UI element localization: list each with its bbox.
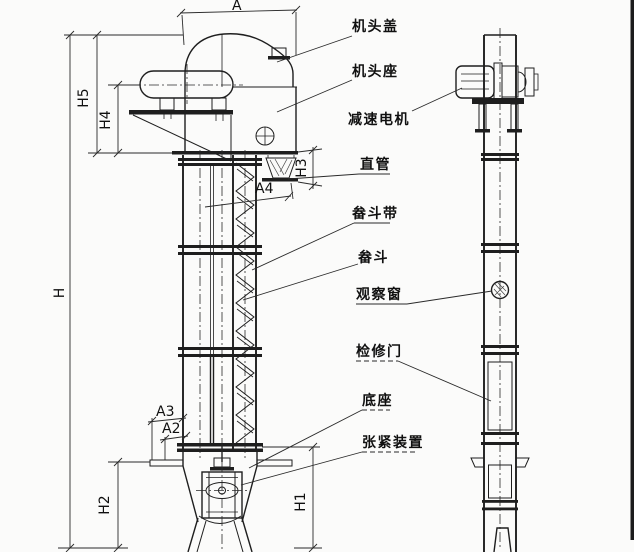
side-leg-arch: [493, 527, 512, 552]
window-circle: [490, 280, 510, 300]
leg-outer-left: [187, 517, 199, 552]
leg-inner-left: [196, 520, 207, 552]
dim-label-a4: A4: [255, 181, 274, 197]
column-flanges-front: [177, 158, 263, 452]
front-view: [129, 33, 298, 552]
dim-label-h: H: [52, 288, 68, 299]
leader-straight-pipe: [287, 173, 360, 180]
motor-nameplate-lines: [461, 73, 489, 90]
dim-label-h3: H3: [294, 158, 310, 177]
door-panel: [487, 361, 513, 431]
gearbox: [501, 65, 519, 98]
leader-inspection-door: [397, 360, 492, 402]
dim-h3: H3: [294, 145, 323, 191]
bracket-gusset-hypotenuse: [132, 114, 232, 162]
label-base: 底座: [362, 392, 393, 409]
column-front: [177, 150, 263, 458]
head-assembly: [172, 33, 298, 155]
boot-taper-right: [241, 465, 258, 523]
motor-mount-plate: [472, 98, 524, 104]
dim-h4: H4: [98, 80, 123, 158]
spout-hatch: [269, 158, 293, 177]
column-side: [481, 28, 519, 552]
dim-label-a3: A3: [156, 404, 174, 420]
label-head-cover: 机头盖: [352, 18, 399, 35]
boot-band: [482, 500, 518, 503]
side-wing-right: [516, 457, 530, 468]
dim-label-h4: H4: [98, 110, 114, 130]
head-seat-bottom-flange: [172, 151, 298, 155]
leader-gear-motor: [411, 87, 463, 112]
motor-body-side: [455, 65, 495, 99]
vent-base: [268, 56, 290, 60]
leg-inner-right: [233, 520, 244, 552]
dim-h1: H1: [293, 442, 318, 552]
part-labels: 机头盖 机头座 减速电机 直管 畚斗带 畚斗 观察窗 检修门 底座 张紧装置: [240, 18, 493, 486]
motor-front: [129, 64, 243, 162]
label-inspection-door: 检修门: [356, 343, 403, 360]
dim-label-h2: H2: [97, 495, 113, 514]
boot-side-panel: [488, 464, 512, 499]
label-tensioning-device: 张紧装置: [362, 434, 424, 451]
dim-a2: A2: [159, 421, 191, 460]
dim-a: A: [176, 0, 301, 55]
boot-taper-left: [182, 465, 199, 523]
dim-h2: H2: [97, 457, 123, 552]
dim-label-a: A: [232, 0, 242, 14]
motor-side: [455, 62, 539, 133]
dim-label-a2: A2: [162, 421, 180, 437]
column-flanges-side: [481, 153, 519, 445]
spout-flange: [262, 178, 298, 182]
dim-h: H: [52, 30, 75, 552]
window-hatch: [493, 282, 507, 298]
leader-bucket-belt: [251, 222, 355, 271]
bucket-zigzag-double: [236, 168, 254, 434]
bracket-foot: [475, 129, 490, 133]
label-bucket: 畚斗: [357, 249, 389, 266]
head-cover-dome: [184, 33, 294, 110]
leader-head-seat: [276, 79, 353, 113]
motor-foot-right: [211, 97, 227, 111]
output-hub: [533, 73, 539, 91]
dim-a4: A4: [204, 181, 294, 208]
bracket-foot: [507, 129, 522, 133]
label-head-seat: 机头座: [352, 63, 399, 80]
dim-a3: A3: [147, 404, 188, 460]
leader-base: [248, 409, 363, 469]
motor-fan-ring: [493, 62, 503, 101]
scan-edge: [630, 0, 634, 540]
label-observation-window: 观察窗: [356, 286, 403, 303]
side-wing-left: [470, 457, 484, 468]
leg-outer-right: [241, 517, 253, 552]
dim-h5: H5: [76, 30, 102, 158]
leader-bucket: [242, 263, 359, 301]
motor-body-front: [139, 70, 234, 99]
label-gear-motor: 减速电机: [348, 111, 410, 128]
boot-band: [482, 507, 518, 511]
boot-wing-left: [149, 459, 184, 467]
label-straight-pipe: 直管: [360, 156, 391, 173]
boot-side: [470, 457, 530, 552]
inspection-door-side: [487, 361, 513, 431]
bucket-zigzag: [235, 162, 255, 444]
label-bucket-belt: 畚斗带: [351, 205, 399, 222]
observation-window-side: [490, 280, 510, 300]
gearbox-end-cap: [517, 71, 527, 93]
leader-head-cover: [276, 35, 353, 63]
leader-tensioning-device: [240, 451, 363, 486]
boot-wing-right: [256, 459, 293, 467]
tensioning-device-front: [196, 444, 248, 550]
dimensions: A H H5 H4: [52, 0, 323, 552]
discharge-spout: [262, 155, 298, 182]
mount-bracket: [478, 103, 487, 131]
motor-bracket-plate: [129, 110, 233, 115]
dim-label-h1: H1: [293, 492, 309, 511]
dim-label-h5: H5: [76, 88, 92, 107]
leader-observation-window: [406, 290, 493, 305]
motor-foot-left: [159, 97, 175, 111]
side-view: [455, 28, 539, 552]
